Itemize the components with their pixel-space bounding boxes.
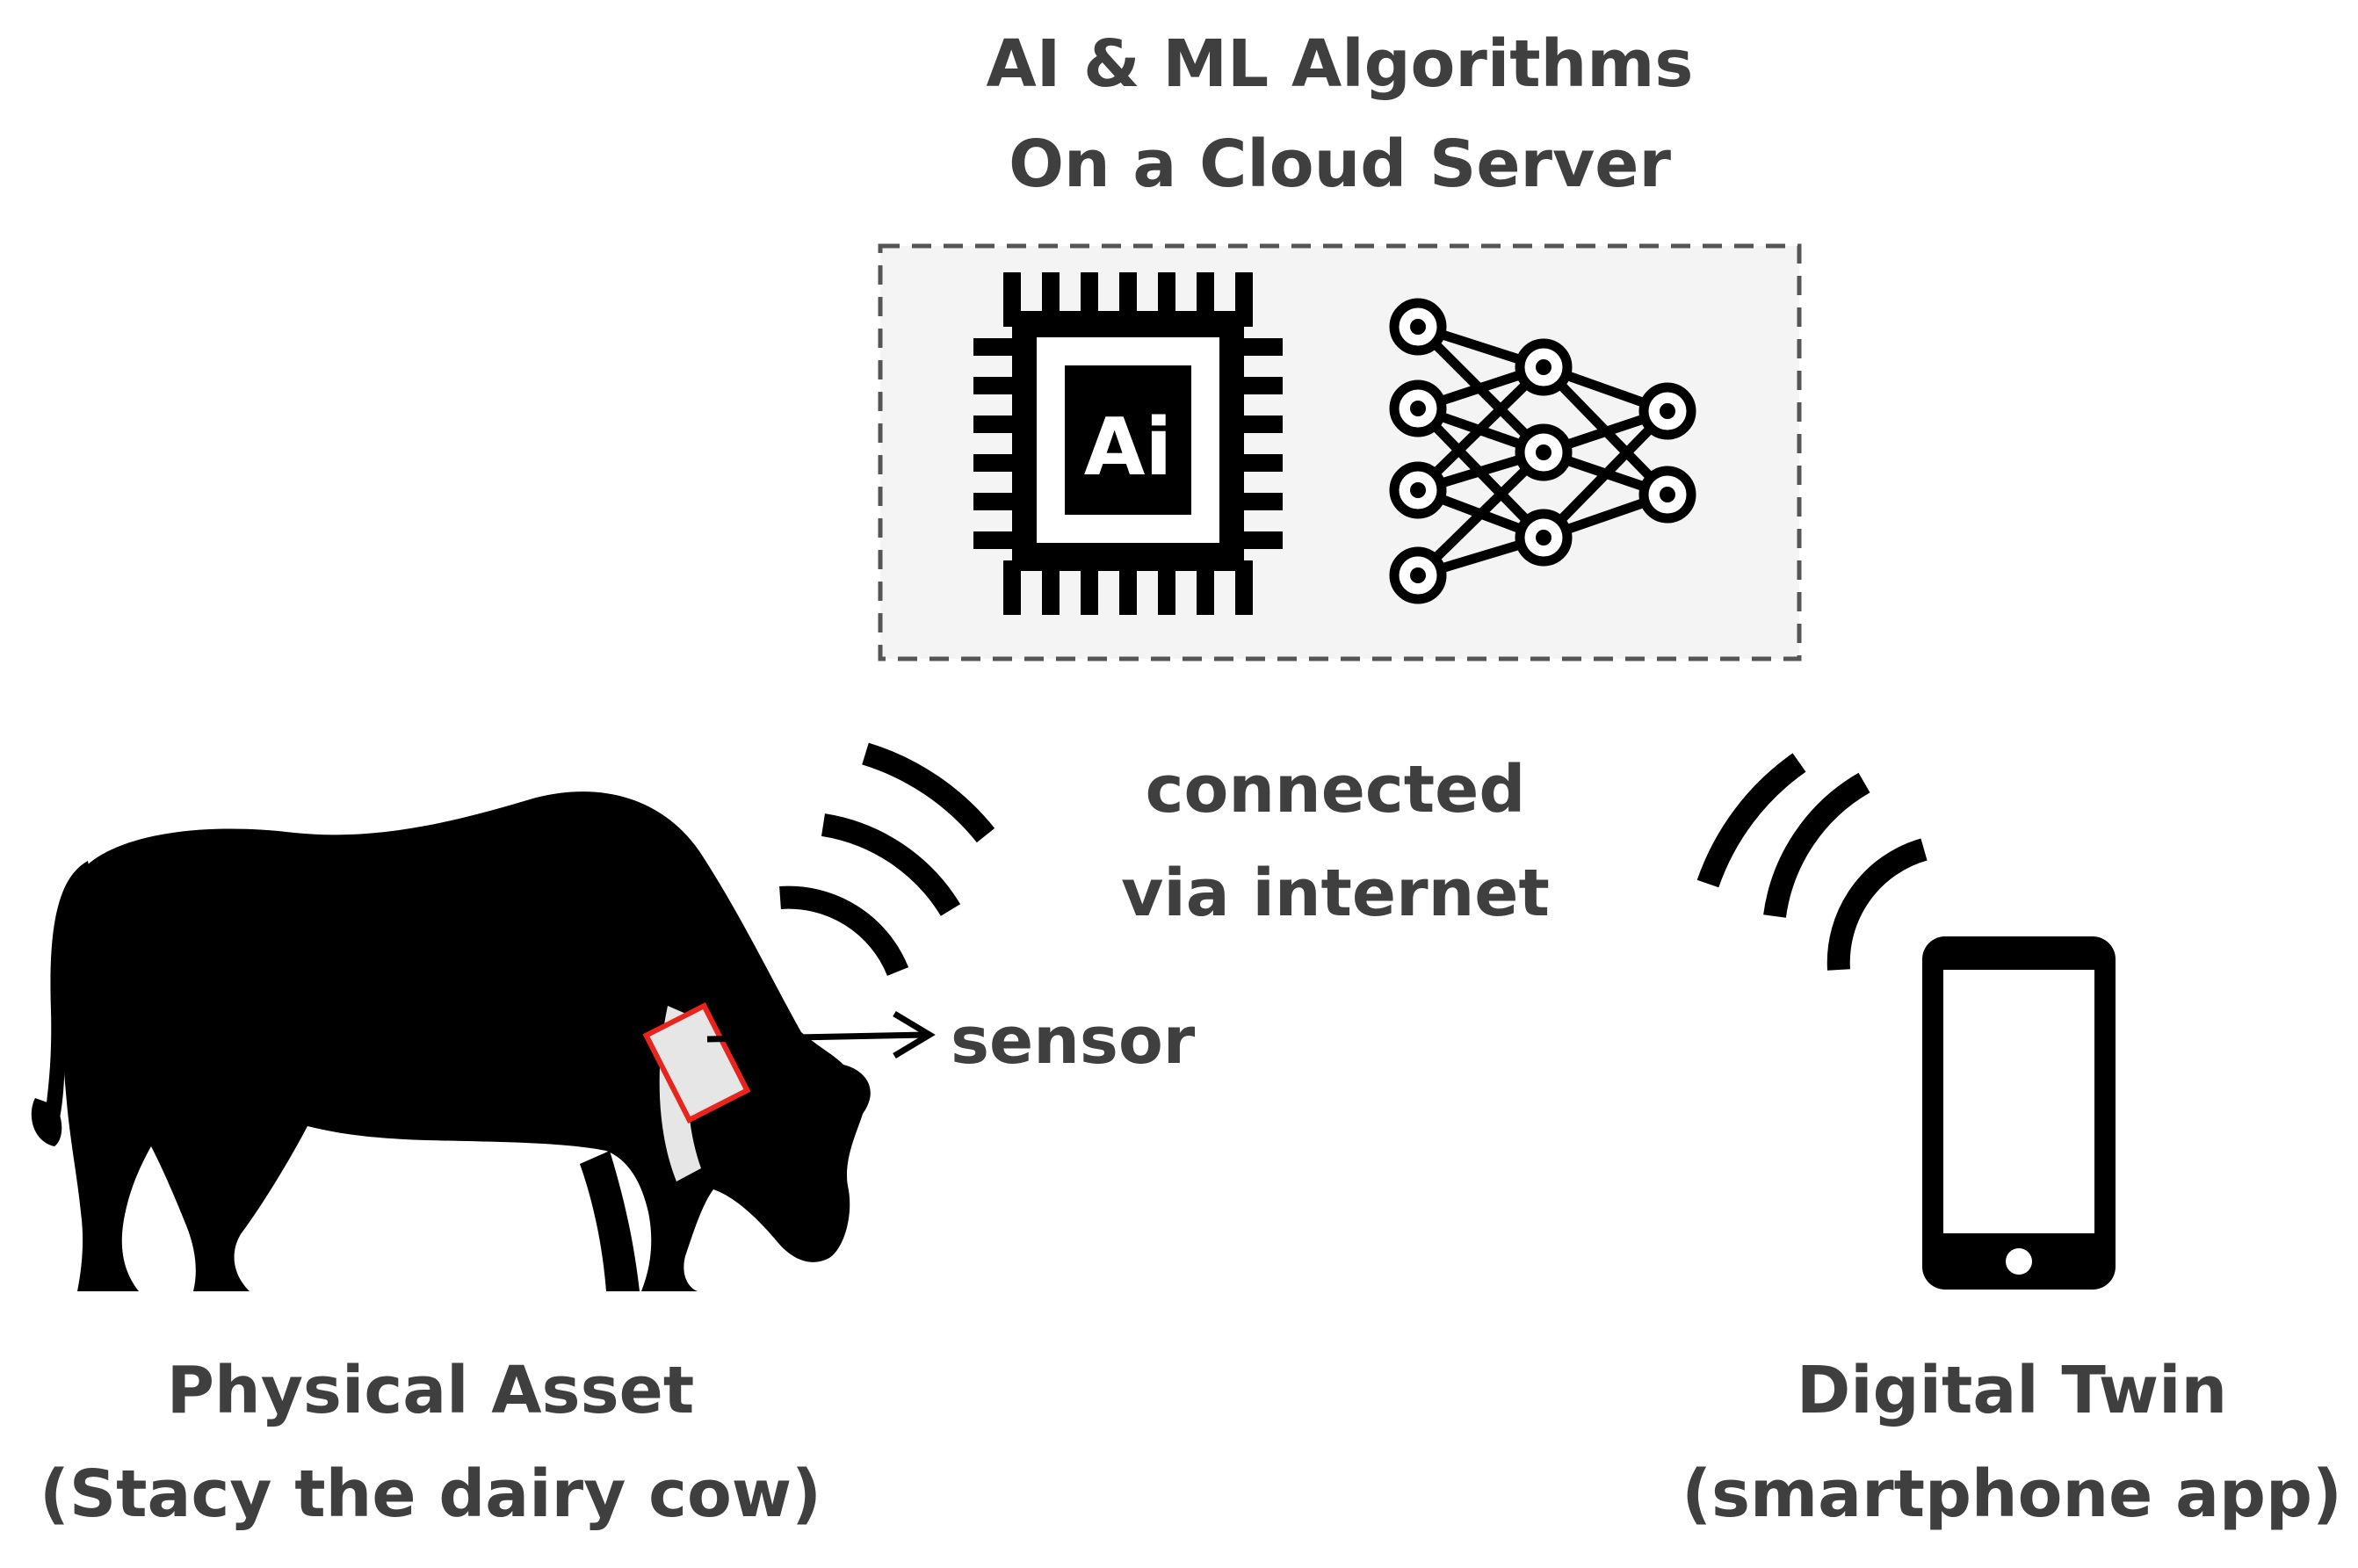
connection-label-line1: connected <box>1145 752 1526 827</box>
wifi-signal-icon <box>1696 753 1928 971</box>
physical-asset-subtitle: (Stacy the dairy cow) <box>40 1456 821 1532</box>
connection-label-line2: via internet <box>1121 856 1550 931</box>
cloud-title-line2: On a Cloud Server <box>1009 126 1671 202</box>
digital-twin-title: Digital Twin <box>1796 1353 2228 1428</box>
cloud-title-line1: AI & ML Algorithms <box>986 26 1694 102</box>
cow-icon <box>31 791 871 1291</box>
sensor-arrow <box>706 1010 936 1059</box>
smartphone-icon <box>1922 936 2116 1290</box>
ai-chip-icon: Ai <box>973 272 1283 615</box>
chip-label: Ai <box>1084 401 1173 494</box>
digital-twin-subtitle: (smartphone app) <box>1682 1456 2342 1532</box>
physical-asset-title: Physical Asset <box>166 1353 695 1428</box>
sensor-tag-icon <box>642 1002 751 1124</box>
neural-network-icon <box>1389 298 1696 604</box>
sensor-label: sensor <box>951 1003 1196 1079</box>
wifi-signal-icon <box>779 742 995 977</box>
